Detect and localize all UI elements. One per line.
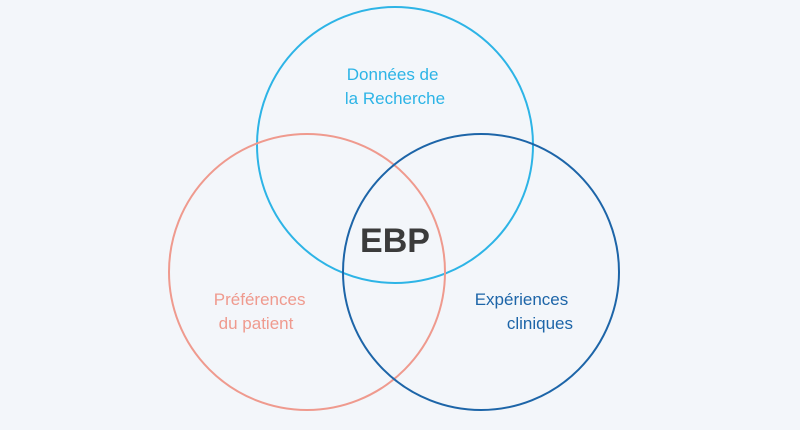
patient-preferences-circle [168,133,446,411]
patient-preferences-label: Préférences du patient [214,290,310,333]
clinical-experience-circle [342,133,620,411]
research-label-line-1: Données de [347,65,439,84]
clinical-experience-label: Expériences cliniques [475,290,573,333]
patient-label-line-2: du patient [219,314,294,333]
clinical-label-line-1: Expériences [475,290,569,309]
research-label-line-2: la Recherche [345,89,445,108]
clinical-label-line-2: cliniques [507,314,573,333]
research-data-label: Données de la Recherche [345,65,445,108]
ebp-center-label: EBP [360,222,430,260]
patient-label-line-1: Préférences [214,290,306,309]
